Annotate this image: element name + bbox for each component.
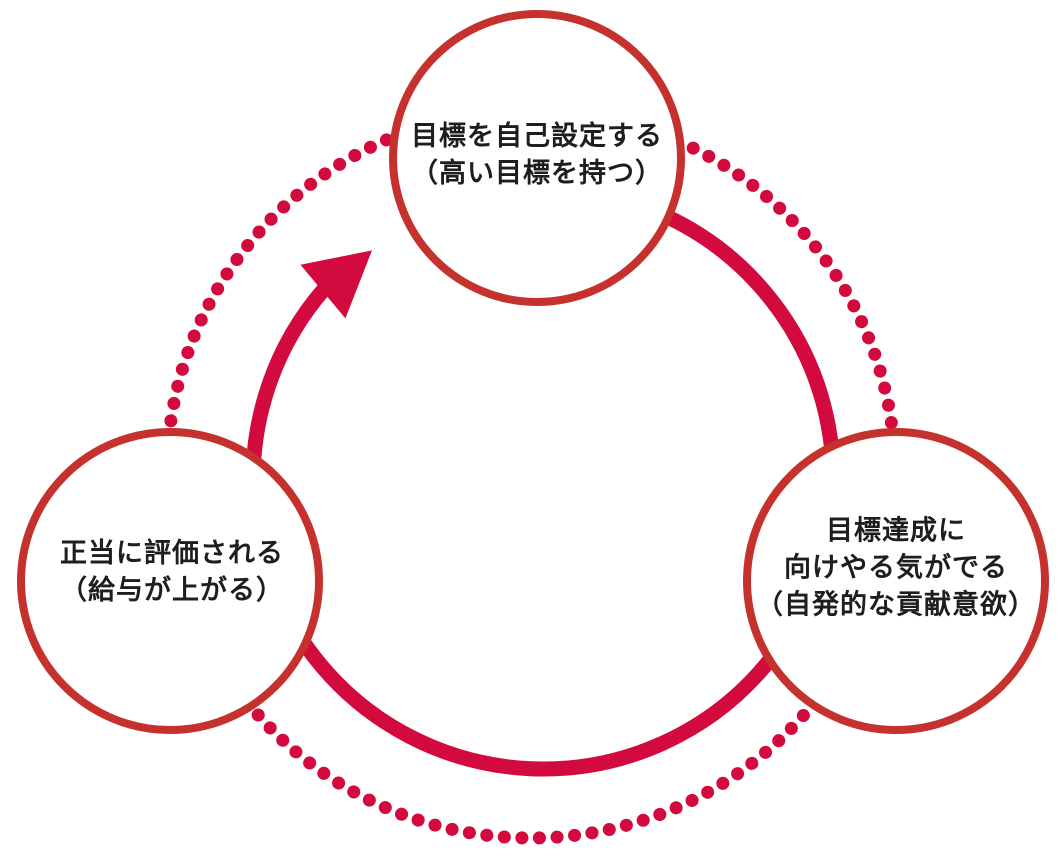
- node-label-motivation: 目標達成に 向けやる気がでる （自発的な貢献意欲）: [756, 513, 1036, 624]
- node-circle-evaluation: [17, 428, 323, 734]
- cycle-arrowhead-icon: [300, 250, 372, 319]
- node-label-line: （給与が上がる）: [60, 575, 284, 605]
- node-circle-motivation: [743, 428, 1049, 734]
- node-label-line: （高い目標を持つ）: [411, 158, 663, 188]
- node-label-evaluation: 正当に評価される （給与が上がる）: [60, 535, 284, 609]
- node-label-line: 目標達成に: [826, 515, 966, 546]
- node-label-line: 正当に評価される: [60, 538, 284, 568]
- node-circle-goal-setting: [389, 10, 685, 306]
- node-label-line: 向けやる気がでる: [784, 552, 1008, 583]
- node-label-line: 目標を自己設定する: [411, 121, 663, 151]
- node-label-goal-setting: 目標を自己設定する （高い目標を持つ）: [411, 118, 663, 192]
- node-label-line: （自発的な貢献意欲）: [756, 589, 1036, 620]
